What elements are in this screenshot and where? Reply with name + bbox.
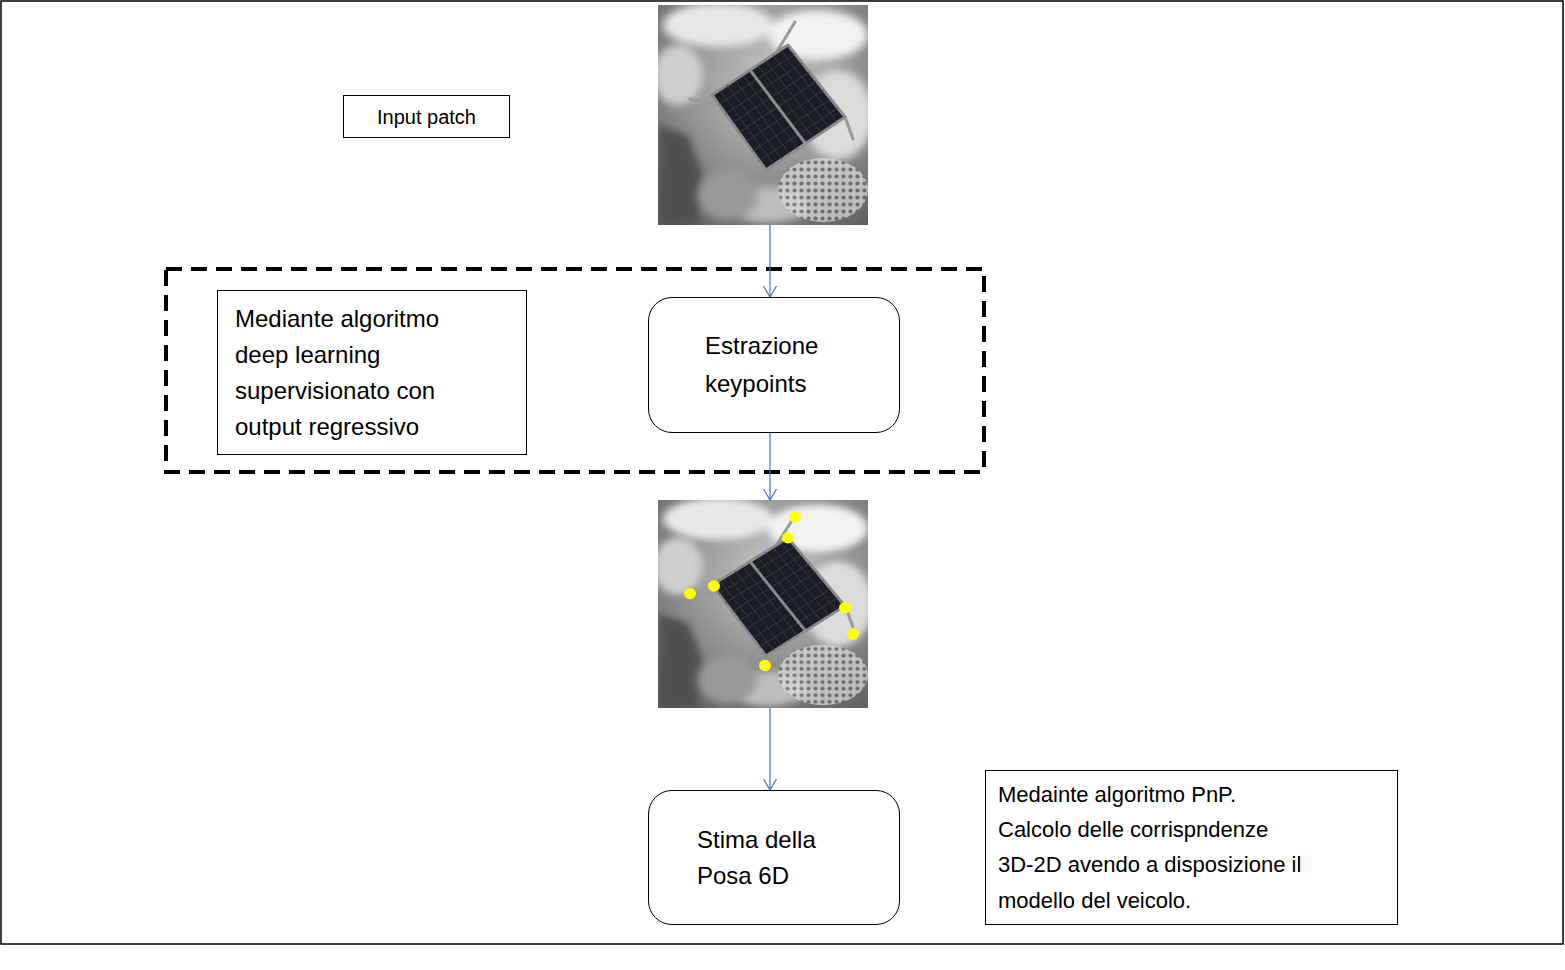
- illustration-part: [764, 779, 777, 790]
- label-box: Input patch: [343, 95, 510, 138]
- satellite-image-keypoints: [653, 498, 873, 708]
- illustration-part: [769, 708, 770, 790]
- illustration-part: [759, 660, 771, 671]
- illustration-part: [764, 489, 777, 500]
- illustration-part: [769, 225, 770, 297]
- note-box: Medainte algoritmo PnP. Calcolo delle co…: [985, 770, 1398, 925]
- node-label: Stima della Posa 6D: [697, 822, 867, 894]
- illustration-part: [839, 602, 851, 613]
- process-box: Stima della Posa 6D: [648, 790, 900, 925]
- node-label: Medainte algoritmo PnP. Calcolo delle co…: [998, 777, 1303, 918]
- illustration-part: [769, 433, 770, 500]
- node-label: Mediante algoritmo deep learning supervi…: [235, 301, 480, 445]
- note-box: Mediante algoritmo deep learning supervi…: [217, 290, 527, 455]
- satellite-image: [653, 3, 873, 225]
- outer-frame: [1, 1, 1563, 944]
- illustration-part: [789, 511, 801, 522]
- node-label: Estrazione keypoints: [705, 327, 875, 404]
- illustration-part: [847, 629, 859, 640]
- node-label: Input patch: [377, 105, 476, 129]
- illustration-part: [782, 532, 794, 543]
- illustration-part: [708, 580, 720, 591]
- illustration-part: [684, 588, 696, 599]
- dashed-group-border: [166, 269, 984, 472]
- keypoint-dots: [684, 511, 859, 671]
- illustration-part: [764, 286, 777, 297]
- illustration-part: [653, 3, 873, 225]
- process-box: Estrazione keypoints: [648, 297, 900, 433]
- illustration-part: [653, 498, 873, 708]
